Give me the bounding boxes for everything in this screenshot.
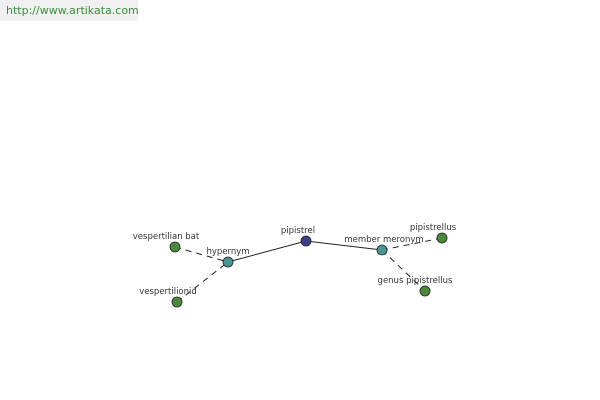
node-pipistrel-marker[interactable]	[300, 235, 312, 247]
node-member-meronym-marker[interactable]	[376, 244, 388, 256]
node-genus-pipistrellus-marker[interactable]	[419, 285, 431, 297]
site-url-banner[interactable]: http://www.artikata.com	[0, 0, 138, 21]
node-pipistrellus[interactable]: pipistrellus	[410, 223, 457, 244]
node-pipistrellus-marker[interactable]	[436, 232, 448, 244]
node-pipistrellus-label[interactable]: pipistrellus	[410, 223, 457, 233]
node-hypernym-label[interactable]: hypernym	[206, 247, 249, 257]
edge-meronym-genus-pipistrellus	[381, 249, 426, 292]
node-vespertilian-bat-marker[interactable]	[169, 241, 181, 253]
edge-hypernym-vespertilian-bat	[174, 246, 229, 263]
node-member-meronym-label[interactable]: member meronym	[344, 235, 423, 245]
edge-center-member-meronym	[305, 240, 383, 251]
node-vespertilionid-label[interactable]: vespertilionid	[139, 287, 197, 297]
node-hypernym[interactable]: hypernym	[206, 247, 250, 268]
node-genus-pipistrellus-label[interactable]: genus pipistrellus	[378, 276, 453, 286]
node-hypernym-marker[interactable]	[222, 256, 234, 268]
node-genus-pipistrellus[interactable]: genus pipistrellus	[378, 276, 453, 297]
node-vespertilionid[interactable]: vespertilionid	[139, 287, 197, 308]
node-pipistrel[interactable]: pipistrel	[281, 226, 315, 247]
node-vespertilian-bat-label[interactable]: vespertilian bat	[133, 232, 200, 242]
node-vespertilionid-marker[interactable]	[171, 296, 183, 308]
node-member-meronym[interactable]: member meronym	[344, 235, 424, 256]
edge-center-hypernym	[227, 240, 307, 263]
node-vespertilian-bat[interactable]: vespertilian bat	[133, 232, 200, 253]
node-pipistrel-label[interactable]: pipistrel	[281, 226, 315, 236]
